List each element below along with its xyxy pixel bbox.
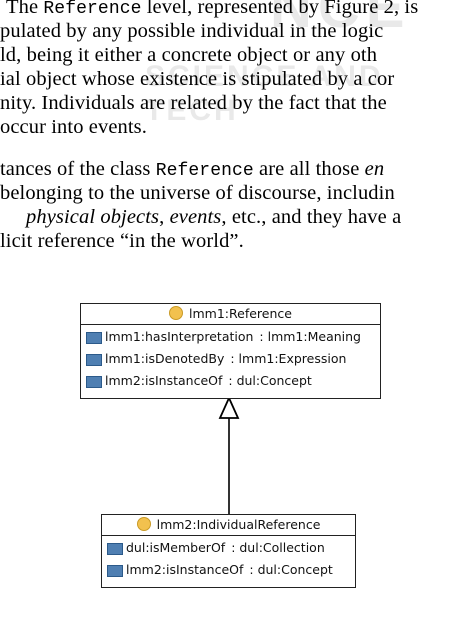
text-span: tances of the class bbox=[0, 158, 156, 180]
property-square-icon bbox=[86, 354, 102, 366]
property-name: dul:isMemberOf bbox=[126, 540, 226, 555]
italic-span: en bbox=[364, 158, 385, 180]
property-square-icon bbox=[86, 376, 102, 388]
property-row[interactable]: lmm1:hasInterpretation : lmm1:Meaning bbox=[81, 326, 380, 348]
class-title: lmm1:Reference bbox=[189, 306, 292, 321]
property-type: : lmm1:Expression bbox=[230, 351, 347, 366]
property-name: lmm1:hasInterpretation bbox=[105, 329, 254, 344]
property-square-icon bbox=[107, 543, 123, 555]
class-box-individual-reference[interactable]: lmm2:IndividualReference dul:isMemberOf:… bbox=[101, 514, 356, 588]
text-line-10: licit reference “in the world”. bbox=[0, 230, 244, 252]
text-line-2: pulated by any possible individual in th… bbox=[0, 20, 384, 42]
property-square-icon bbox=[86, 332, 102, 344]
text-line-5: nity. Individuals are related by the fac… bbox=[0, 92, 387, 114]
text-line-8: belonging to the universe of discourse, … bbox=[0, 182, 395, 204]
class-title: lmm2:IndividualReference bbox=[156, 517, 321, 532]
code-span: Reference bbox=[43, 0, 142, 19]
class-circle-icon bbox=[169, 306, 184, 320]
italic-span: physical objects bbox=[26, 206, 160, 228]
class-header: lmm1:Reference bbox=[81, 304, 380, 325]
property-name: lmm2:isInstanceOf bbox=[126, 562, 244, 577]
property-row[interactable]: dul:isMemberOf : dul:Collection bbox=[102, 537, 355, 559]
class-circle-icon bbox=[136, 517, 151, 531]
property-type: : dul:Concept bbox=[228, 373, 312, 388]
text-span: are all those bbox=[253, 158, 365, 180]
property-type: : dul:Concept bbox=[249, 562, 333, 577]
class-header: lmm2:IndividualReference bbox=[102, 515, 355, 536]
property-type: : dul:Collection bbox=[231, 540, 325, 555]
property-row[interactable]: lmm2:isInstanceOf : dul:Concept bbox=[81, 370, 380, 392]
class-box-reference[interactable]: lmm1:Reference lmm1:hasInterpretation : l… bbox=[80, 303, 381, 399]
text-span: level, represented by Figure 2, is bbox=[141, 0, 419, 18]
property-row[interactable]: lmm1:isDenotedBy : lmm1:Expression bbox=[81, 348, 380, 370]
property-name: lmm2:isInstanceOf bbox=[105, 373, 223, 388]
text-line-4: ial object whose existence is stipulated… bbox=[0, 68, 395, 90]
text-span: The bbox=[6, 0, 44, 18]
generalization-triangle-icon bbox=[218, 395, 240, 419]
property-type: : lmm1:Meaning bbox=[259, 329, 361, 344]
text-line-6: occur into events. bbox=[0, 116, 147, 138]
property-row[interactable]: lmm2:isInstanceOf : dul:Concept bbox=[102, 559, 355, 581]
property-square-icon bbox=[107, 565, 123, 577]
text-line-7: tances of the class Reference are all th… bbox=[0, 157, 384, 183]
code-span: Reference bbox=[155, 161, 254, 181]
text-line-1: The Reference level, represented by Figu… bbox=[6, 0, 418, 21]
text-span: , bbox=[159, 206, 170, 228]
text-line-9: physical objects, events, etc., and they… bbox=[26, 205, 401, 229]
property-name: lmm1:isDenotedBy bbox=[105, 351, 225, 366]
italic-span: events bbox=[169, 206, 222, 228]
text-span: , etc., and they have a bbox=[221, 206, 402, 228]
text-line-3: ld, being it either a concrete object or… bbox=[0, 44, 378, 66]
